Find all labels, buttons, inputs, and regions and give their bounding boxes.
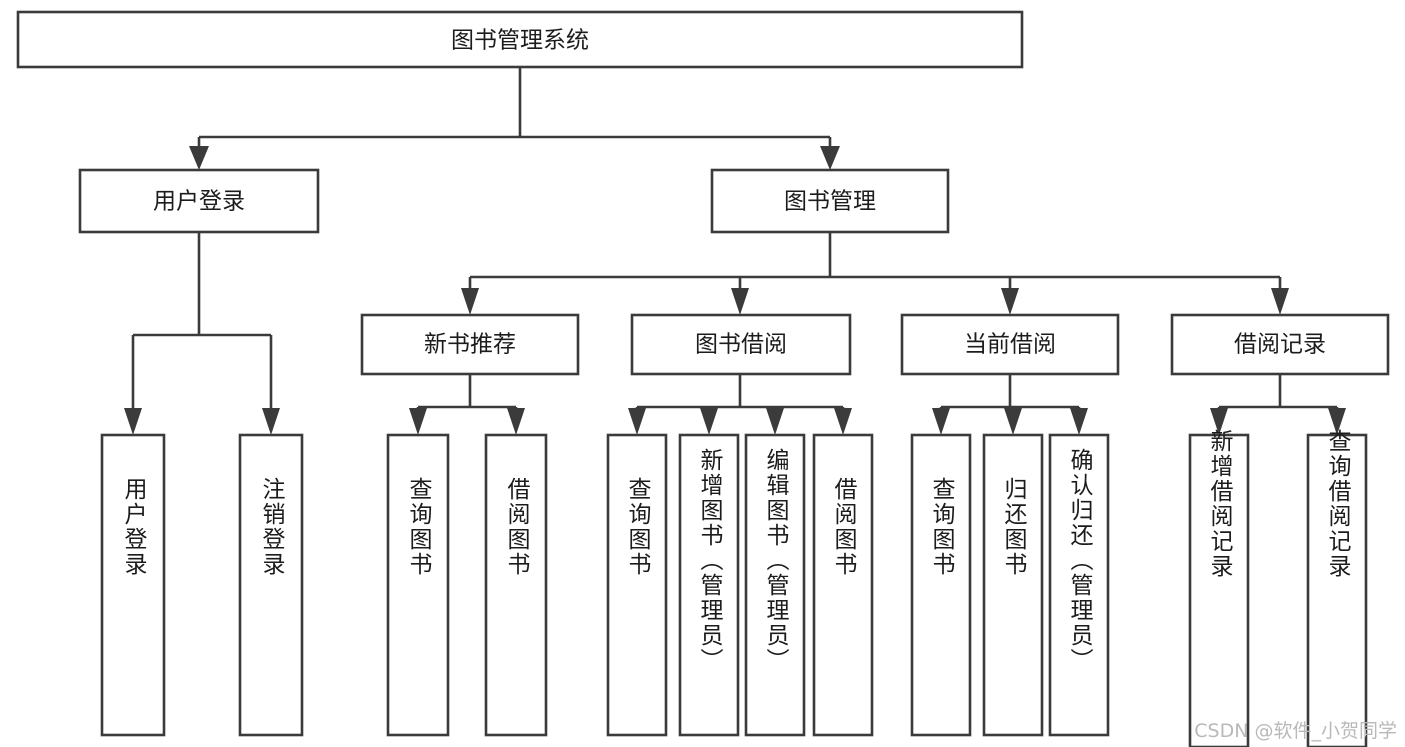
arrow-head-record-leaf-1 xyxy=(1210,408,1228,435)
leaf-user-login-box[interactable] xyxy=(100,433,166,737)
leaf-newbook-query-book-label: 查询图书 xyxy=(405,477,433,577)
node-new-book-recommend-box[interactable] xyxy=(360,313,580,376)
leaf-current-query-book[interactable]: 查询图书 xyxy=(910,433,972,737)
leaf-return-book[interactable]: 归还图书 xyxy=(982,433,1044,737)
leaf-current-query-book-box[interactable] xyxy=(910,433,972,737)
leaf-newbook-query-book-box[interactable] xyxy=(386,433,450,737)
leaf-borrow-query-book[interactable]: 查询图书 xyxy=(606,433,668,737)
leaf-current-query-book-label: 查询图书 xyxy=(928,477,956,577)
arrow-head-new-book-rec xyxy=(461,288,479,315)
leaf-confirm-return-admin-box[interactable] xyxy=(1048,433,1110,737)
node-borrow-record-box[interactable] xyxy=(1170,313,1390,376)
leaf-add-borrow-record-box[interactable] xyxy=(1188,433,1250,747)
node-current-borrow-box[interactable] xyxy=(900,313,1120,376)
node-root-box[interactable] xyxy=(16,10,1024,69)
arrow-head-record-leaf-2 xyxy=(1328,408,1346,435)
arrow-head-leaf-logout xyxy=(262,408,280,435)
leaf-logout-label: 注销登录 xyxy=(258,477,286,577)
leaf-borrow-query-book-label: 查询图书 xyxy=(624,477,652,577)
leaf-edit-book-admin-box[interactable] xyxy=(744,433,806,737)
node-book-borrow-label: 图书借阅 xyxy=(695,332,787,358)
arrow-head-leaf-user-login xyxy=(124,408,142,435)
leaf-add-book-admin-label: 新增图书（管理员） xyxy=(696,448,724,673)
node-new-book-recommend-label: 新书推荐 xyxy=(424,332,516,358)
leaf-query-borrow-record-label: 查询借阅记录 xyxy=(1324,429,1352,579)
node-current-borrow[interactable]: 当前借阅 xyxy=(900,313,1120,376)
leaf-newbook-query-book[interactable]: 查询图书 xyxy=(386,433,450,737)
leaf-newbook-borrow-book[interactable]: 借阅图书 xyxy=(484,433,548,737)
leaf-query-borrow-record[interactable]: 查询借阅记录 xyxy=(1306,429,1368,747)
node-book-borrow-box[interactable] xyxy=(630,313,852,376)
leaf-user-login[interactable]: 用户登录 xyxy=(100,433,166,737)
leaf-edit-book-admin-label: 编辑图书（管理员） xyxy=(762,448,790,673)
arrow-head-book-mgmt xyxy=(820,146,840,170)
node-current-borrow-label: 当前借阅 xyxy=(964,332,1056,358)
node-book-management[interactable]: 图书管理 xyxy=(710,168,950,234)
arrow-head-current-leaf-3 xyxy=(1070,408,1088,435)
node-borrow-record-label: 借阅记录 xyxy=(1234,332,1326,358)
node-user-login[interactable]: 用户登录 xyxy=(78,168,320,234)
node-borrow-record[interactable]: 借阅记录 xyxy=(1170,313,1390,376)
node-book-borrow[interactable]: 图书借阅 xyxy=(630,313,852,376)
leaf-add-book-admin-box[interactable] xyxy=(678,433,740,737)
node-user-login-label: 用户登录 xyxy=(153,189,245,215)
leaf-query-borrow-record-box[interactable] xyxy=(1306,433,1368,747)
arrow-head-newbook-leaf-2 xyxy=(507,408,525,435)
arrow-head-current-leaf-2 xyxy=(1004,408,1022,435)
node-user-login-box[interactable] xyxy=(78,168,320,234)
leaf-borrow-book[interactable]: 借阅图书 xyxy=(812,433,874,737)
leaf-add-borrow-record[interactable]: 新增借阅记录 xyxy=(1188,429,1250,747)
leaf-return-book-box[interactable] xyxy=(982,433,1044,737)
arrow-head-borrow-leaf-3 xyxy=(766,408,784,435)
arrow-head-current-borrow xyxy=(1001,288,1019,315)
leaf-add-book-admin[interactable]: 新增图书（管理员） xyxy=(678,433,740,737)
leaf-logout[interactable]: 注销登录 xyxy=(238,433,304,737)
arrow-head-borrow-record xyxy=(1271,288,1289,315)
leaf-logout-box[interactable] xyxy=(238,433,304,737)
arrow-head-borrow-leaf-4 xyxy=(834,408,852,435)
arrow-head-current-leaf-1 xyxy=(932,408,950,435)
arrow-head-book-borrow xyxy=(731,288,749,315)
arrow-head-borrow-leaf-2 xyxy=(700,408,718,435)
arrow-head-user-login xyxy=(189,146,209,170)
leaf-newbook-borrow-book-label: 借阅图书 xyxy=(503,477,531,577)
node-book-management-label: 图书管理 xyxy=(784,189,876,215)
arrow-head-borrow-leaf-1 xyxy=(628,408,646,435)
connector-layer xyxy=(124,67,1346,435)
leaf-borrow-book-label: 借阅图书 xyxy=(830,477,858,577)
leaf-return-book-label: 归还图书 xyxy=(1000,477,1028,577)
node-new-book-recommend[interactable]: 新书推荐 xyxy=(360,313,580,376)
leaf-borrow-query-book-box[interactable] xyxy=(606,433,668,737)
node-book-management-box[interactable] xyxy=(710,168,950,234)
leaf-confirm-return-admin[interactable]: 确认归还（管理员） xyxy=(1048,433,1110,737)
leaf-user-login-label: 用户登录 xyxy=(120,477,148,577)
arrow-head-newbook-leaf-1 xyxy=(409,408,427,435)
leaf-edit-book-admin[interactable]: 编辑图书（管理员） xyxy=(744,433,806,737)
node-root-label: 图书管理系统 xyxy=(451,28,589,54)
leaf-add-borrow-record-label: 新增借阅记录 xyxy=(1206,429,1234,579)
leaf-newbook-borrow-book-box[interactable] xyxy=(484,433,548,737)
leaf-borrow-book-box[interactable] xyxy=(812,433,874,737)
node-root[interactable]: 图书管理系统 xyxy=(16,10,1024,69)
leaf-confirm-return-admin-label: 确认归还（管理员） xyxy=(1066,448,1094,673)
